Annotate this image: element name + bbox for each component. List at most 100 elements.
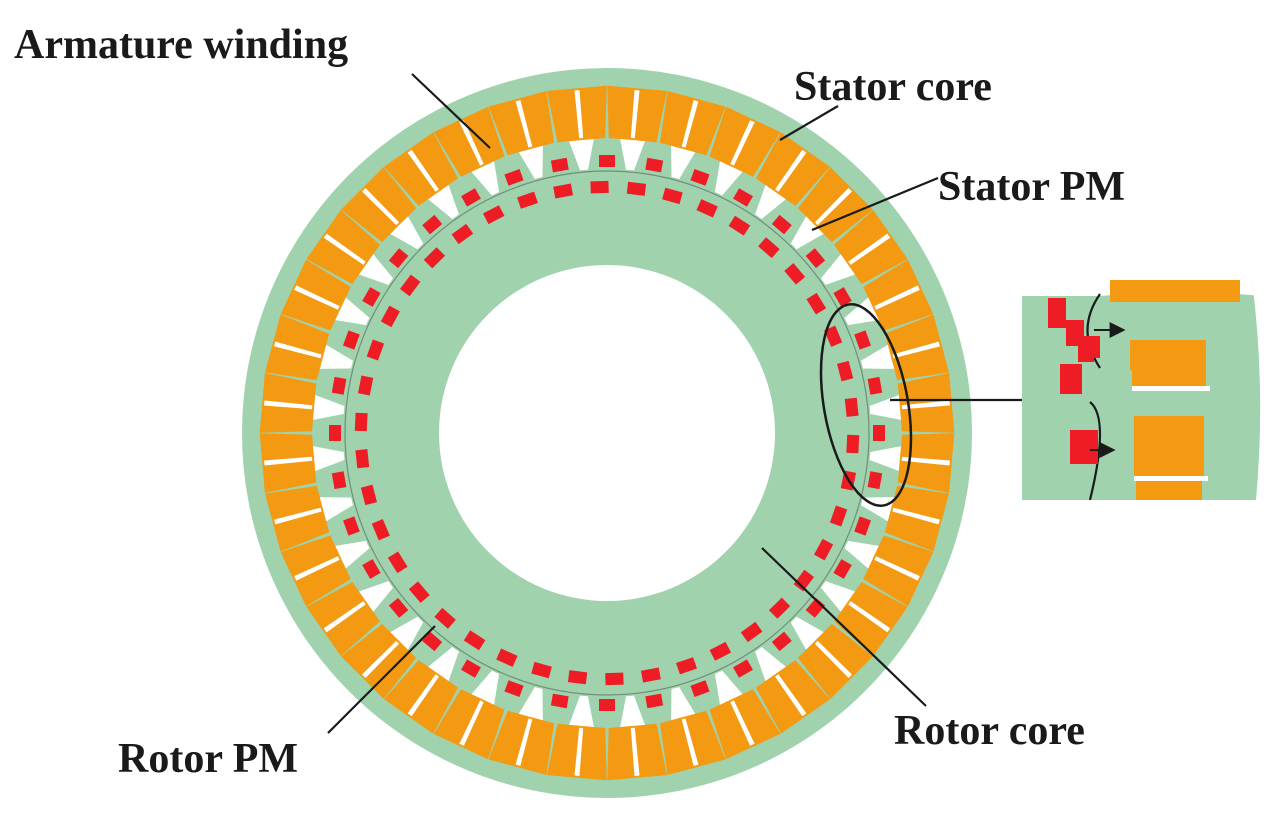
slot-opening <box>619 695 646 729</box>
stator-slot <box>488 91 555 179</box>
stator-slot <box>821 210 908 285</box>
coil-separator <box>814 640 852 678</box>
rotor-pm <box>371 519 390 541</box>
armature-winding-coil <box>884 314 949 381</box>
stator-pm <box>343 516 360 536</box>
stator-slot <box>433 670 505 760</box>
rotor-pm <box>463 630 486 651</box>
rotor-pm <box>357 375 374 396</box>
rotor-pm <box>360 484 377 506</box>
stator-slot <box>306 581 393 656</box>
stator-pm <box>388 248 409 269</box>
zoom-inset <box>1022 280 1261 500</box>
slot-opening <box>821 581 857 614</box>
stator-slot <box>488 687 555 775</box>
stator-slot <box>659 687 726 775</box>
machine-cross-section <box>242 68 972 798</box>
stator-pm <box>331 471 347 490</box>
coil-separator <box>459 120 484 166</box>
coil-separator <box>730 120 755 166</box>
stator-pm <box>599 155 615 167</box>
rotor-pm <box>814 538 834 561</box>
coil-separator <box>681 718 699 766</box>
coil-separator <box>515 100 533 148</box>
slot-opening <box>861 343 897 369</box>
zoom-highlight-ellipse <box>819 303 913 507</box>
stator-slot <box>821 581 908 656</box>
label-rotor-core: Rotor core <box>894 708 1085 754</box>
slot-opening <box>517 143 543 179</box>
rotor-pm <box>728 215 751 236</box>
rotor-pm <box>387 551 408 574</box>
rotor-pm <box>399 274 421 297</box>
slot-opening <box>517 687 543 723</box>
rotor-pm <box>531 661 552 679</box>
rotor-pm <box>590 180 609 194</box>
stator-pm <box>343 330 360 350</box>
stator-pm <box>645 157 664 173</box>
label-stator-pm: Stator PM <box>938 164 1125 210</box>
stator-pm <box>867 471 883 490</box>
stator-slot <box>844 535 934 607</box>
rotor-pm <box>355 449 370 469</box>
rotor-pm <box>354 412 368 432</box>
coil-separator <box>874 285 920 310</box>
stator-pm <box>645 693 664 709</box>
slot-opening <box>426 183 459 219</box>
stator-pm <box>504 680 524 697</box>
armature-winding-coil <box>659 710 726 775</box>
slot-opening <box>755 183 788 219</box>
slot-opening <box>568 695 595 729</box>
rotor-pm <box>605 672 624 686</box>
rotor-pm <box>517 191 538 209</box>
air-gap <box>344 170 870 696</box>
coil-separator <box>892 507 940 525</box>
rotor-pm <box>366 339 385 361</box>
coil-separator <box>274 341 322 359</box>
stator-pm <box>422 214 443 235</box>
stator-pm <box>461 659 481 678</box>
stator-slot <box>709 106 781 196</box>
slot-opening <box>568 137 595 171</box>
stator-slot <box>433 106 505 196</box>
rotor-pm <box>784 263 806 285</box>
stator-slot <box>844 259 934 331</box>
leader-rotor-pm <box>327 625 436 734</box>
inset-windings <box>1088 280 1240 500</box>
stator-slot <box>259 373 345 433</box>
rotor-pm <box>696 199 718 218</box>
inset-winding-coil <box>1110 280 1240 302</box>
armature-winding-coil <box>884 485 949 552</box>
stator-pm <box>461 188 481 207</box>
rotor-pm <box>640 667 661 683</box>
rotor-pm <box>676 657 697 675</box>
coil-separator <box>848 233 891 265</box>
coil-separator <box>730 700 755 746</box>
slot-opening <box>388 616 424 652</box>
coil-separator <box>362 188 400 226</box>
stator-slot <box>547 85 607 171</box>
stator-pm <box>388 597 409 618</box>
stator-slot <box>280 259 370 331</box>
rotor-pm <box>434 607 456 629</box>
rotor-pm <box>844 397 859 417</box>
rotor-pm <box>482 205 505 225</box>
rotor-pm <box>768 597 791 619</box>
coil-separator <box>775 149 807 192</box>
rotor-pm <box>740 621 763 643</box>
rotor-pms <box>354 180 860 686</box>
coil-separator <box>294 556 340 581</box>
stator-slot <box>265 314 353 381</box>
rotor-pm <box>829 505 848 527</box>
slot-opening <box>388 214 424 250</box>
stator-slot <box>280 535 370 607</box>
stator-pm <box>733 188 753 207</box>
stator-pm <box>550 693 569 709</box>
stator-pm <box>733 659 753 678</box>
rotor-pm <box>553 183 574 199</box>
rotor-pm <box>709 641 732 661</box>
stator-slot <box>709 670 781 760</box>
coil-separator <box>264 400 313 410</box>
coil-separator <box>294 285 340 310</box>
coil-separator <box>407 149 439 192</box>
